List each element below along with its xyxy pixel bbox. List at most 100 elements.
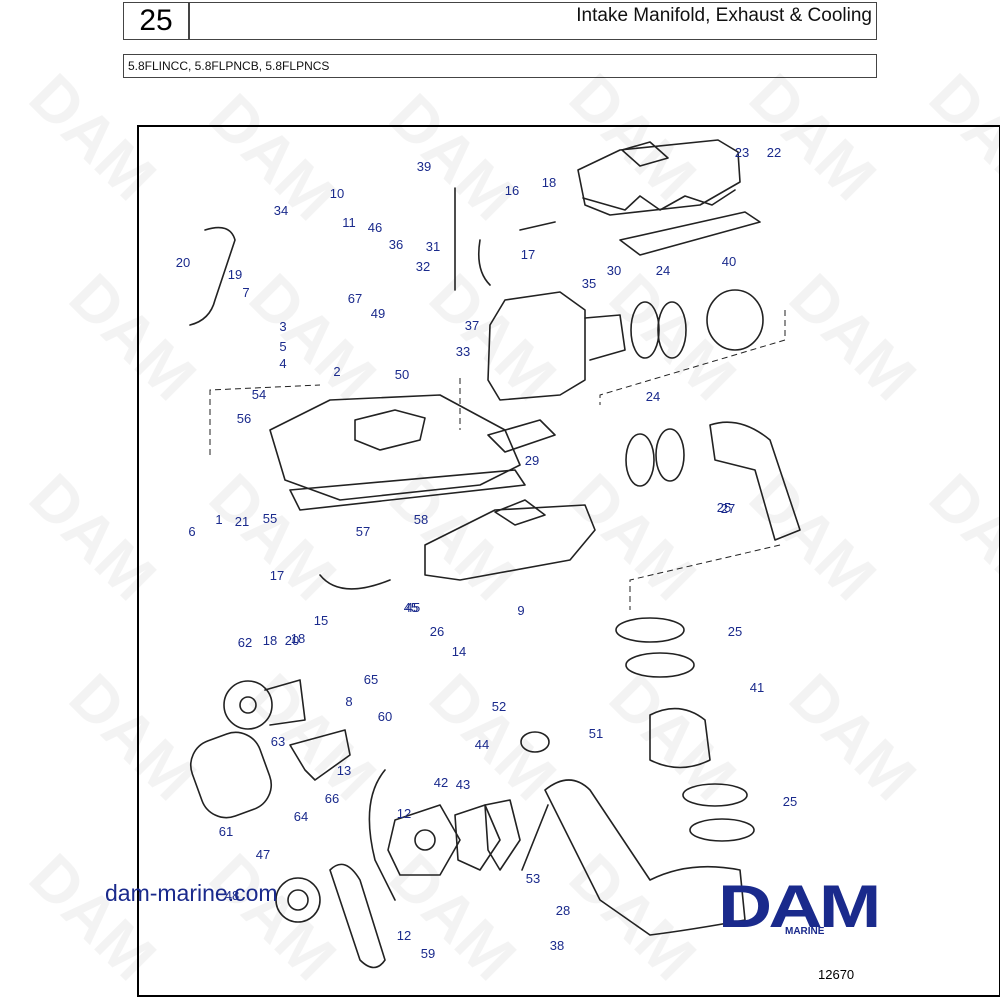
- callout-29: 29: [525, 453, 539, 468]
- bellows-41: [649, 707, 711, 769]
- callout-17: 17: [270, 568, 284, 583]
- callout-27: 27: [721, 501, 735, 516]
- drain-plug-51: [520, 731, 550, 753]
- callout-54: 54: [252, 387, 266, 402]
- hose-20: [189, 226, 236, 326]
- callout-25: 25: [717, 500, 731, 515]
- callout-33: 33: [456, 344, 470, 359]
- brand-logo: DAM: [718, 873, 881, 940]
- page-title: Intake Manifold, Exhaust & Cooling: [189, 2, 877, 40]
- callout-17: 17: [521, 247, 535, 262]
- clamp-24-c: [625, 433, 655, 487]
- callout-8: 8: [345, 694, 352, 709]
- callout-14: 14: [452, 644, 466, 659]
- callout-31: 31: [426, 239, 440, 254]
- callout-32: 32: [416, 259, 430, 274]
- exhaust-elbow-top: [577, 139, 741, 216]
- callout-36: 36: [389, 237, 403, 252]
- callout-20: 20: [285, 633, 299, 648]
- hose-16: [477, 221, 556, 286]
- callout-20: 20: [176, 255, 190, 270]
- callout-44: 44: [475, 737, 489, 752]
- callout-49: 49: [371, 306, 385, 321]
- callout-40: 40: [722, 254, 736, 269]
- callout-3: 3: [279, 319, 286, 334]
- exhaust-manifold-lower: [424, 499, 596, 581]
- callout-48: 48: [225, 888, 239, 903]
- gasket-43: [454, 804, 501, 871]
- bellows-40: [706, 289, 764, 351]
- callout-1: 1: [215, 512, 222, 527]
- exhaust-riser-35: [487, 291, 626, 401]
- callout-18: 18: [263, 633, 277, 648]
- callout-39: 39: [417, 159, 431, 174]
- water-pump-62: [223, 679, 306, 730]
- callout-43: 43: [456, 777, 470, 792]
- callout-labels: 1234567891011121213141516171718181819202…: [176, 145, 797, 961]
- clamp-24-a: [630, 301, 660, 359]
- drawing-number: 12670: [818, 967, 855, 982]
- callout-23: 23: [735, 145, 749, 160]
- guide-line-pipe: [629, 544, 781, 610]
- clamp-25-c: [682, 783, 748, 807]
- callout-60: 60: [378, 709, 392, 724]
- callout-65: 65: [364, 672, 378, 687]
- clamp-25-a: [615, 617, 685, 643]
- intake-manifold-56: [269, 394, 526, 511]
- callout-18: 18: [542, 175, 556, 190]
- callout-24: 24: [646, 389, 660, 404]
- callout-45: 45: [404, 600, 418, 615]
- belt-61: [190, 731, 272, 819]
- hose-15: [319, 574, 391, 590]
- callout-47: 47: [256, 847, 270, 862]
- callout-35: 35: [582, 276, 596, 291]
- callout-56: 56: [237, 411, 251, 426]
- callout-12: 12: [397, 928, 411, 943]
- belt-59: [329, 863, 386, 969]
- callout-46: 46: [368, 220, 382, 235]
- callout-59: 59: [421, 946, 435, 961]
- callout-26: 26: [430, 624, 444, 639]
- callout-57: 57: [356, 524, 370, 539]
- model-list: 5.8FLINCC, 5.8FLPNCB, 5.8FLPNCS: [123, 54, 877, 78]
- callout-53: 53: [526, 871, 540, 886]
- brand-subtitle: MARINE: [785, 926, 825, 937]
- hose-13: [368, 769, 396, 901]
- clamp-24-d: [655, 428, 685, 482]
- cover-44: [484, 799, 521, 871]
- callout-10: 10: [330, 186, 344, 201]
- callout-45: 45: [406, 600, 420, 615]
- callout-25: 25: [728, 624, 742, 639]
- callout-34: 34: [274, 203, 288, 218]
- callout-19: 19: [228, 267, 242, 282]
- callout-7: 7: [242, 285, 249, 300]
- callout-41: 41: [750, 680, 764, 695]
- callout-28: 28: [556, 903, 570, 918]
- exhaust-gasket-30: [619, 211, 761, 256]
- callout-5: 5: [279, 339, 286, 354]
- callout-51: 51: [589, 726, 603, 741]
- callout-61: 61: [219, 824, 233, 839]
- callout-50: 50: [395, 367, 409, 382]
- seawater-pump-42: [387, 804, 461, 876]
- bracket-60: [289, 729, 351, 781]
- callout-62: 62: [238, 635, 252, 650]
- callout-64: 64: [294, 809, 308, 824]
- gasket-29: [487, 419, 556, 453]
- callout-22: 22: [767, 145, 781, 160]
- callout-37: 37: [465, 318, 479, 333]
- callout-24: 24: [656, 263, 670, 278]
- callout-21: 21: [235, 514, 249, 529]
- callout-58: 58: [414, 512, 428, 527]
- rod-53: [521, 804, 549, 871]
- callout-30: 30: [607, 263, 621, 278]
- callout-12: 12: [397, 806, 411, 821]
- callout-9: 9: [517, 603, 524, 618]
- callout-2: 2: [333, 364, 340, 379]
- callout-67: 67: [348, 291, 362, 306]
- callout-25: 25: [783, 794, 797, 809]
- callout-66: 66: [325, 791, 339, 806]
- clamp-24-b: [657, 301, 687, 359]
- website-url[interactable]: dam-marine.com: [105, 880, 278, 906]
